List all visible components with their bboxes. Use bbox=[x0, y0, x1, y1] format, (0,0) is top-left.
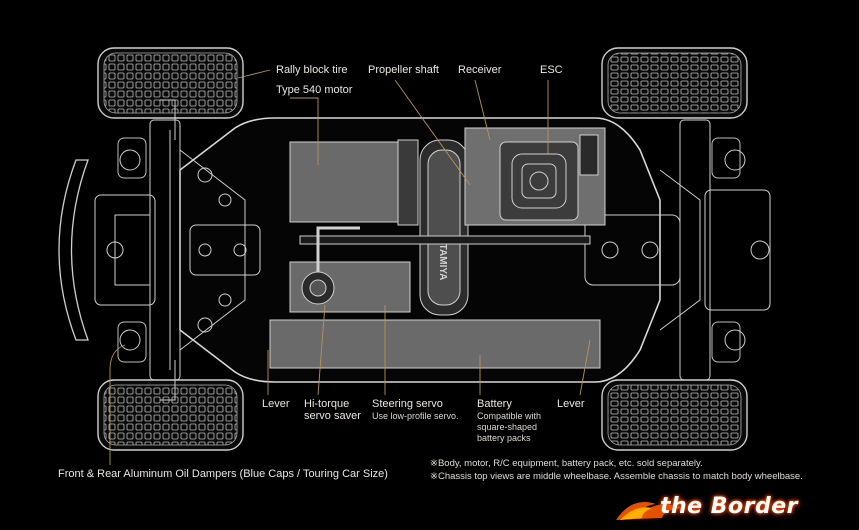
note-wheelbase: ※Chassis top views are middle wheelbase.… bbox=[430, 471, 803, 482]
label-battery-sub3: battery packs bbox=[477, 433, 531, 443]
propeller-shaft bbox=[299, 235, 591, 245]
label-battery-sub2: square-shaped bbox=[477, 422, 538, 432]
gear-cover bbox=[419, 139, 469, 316]
leader-lines bbox=[109, 69, 591, 465]
flame-logo-icon bbox=[616, 502, 682, 520]
receiver-esc bbox=[464, 127, 606, 226]
oil-dampers bbox=[117, 137, 741, 363]
rear-suspension bbox=[584, 119, 771, 381]
label-steering-servo-sub: Use low-profile servo. bbox=[372, 411, 459, 421]
label-steering-servo: Steering servo bbox=[372, 398, 443, 410]
label-battery: Battery bbox=[477, 398, 512, 410]
label-receiver: Receiver bbox=[458, 64, 502, 76]
label-lever-left: Lever bbox=[262, 398, 290, 410]
label-motor: Type 540 motor bbox=[276, 84, 353, 96]
front-bumper bbox=[58, 159, 89, 341]
note-sold-separately: ※Body, motor, R/C equipment, battery pac… bbox=[430, 458, 703, 469]
label-battery-sub1: Compatible with bbox=[477, 411, 542, 421]
front-suspension bbox=[94, 99, 261, 401]
tire-rear-left bbox=[601, 47, 748, 119]
label-servo-saver: servo saver bbox=[304, 410, 361, 422]
tire-front-right bbox=[97, 379, 244, 451]
motor bbox=[289, 139, 419, 226]
label-hi-torque: Hi-torque bbox=[304, 398, 350, 410]
label-propeller-shaft: Propeller shaft bbox=[368, 64, 439, 76]
brand-logo-text: the Border bbox=[660, 494, 799, 519]
motor-brand: TAMIYA bbox=[437, 244, 448, 281]
battery bbox=[269, 319, 601, 369]
tire-front-left bbox=[97, 47, 244, 119]
label-rally-block-tire: Rally block tire bbox=[276, 64, 348, 76]
label-lever-right: Lever bbox=[557, 398, 585, 410]
label-esc: ESC bbox=[540, 64, 563, 76]
tire-rear-right bbox=[601, 379, 748, 451]
label-dampers: Front & Rear Aluminum Oil Dampers (Blue … bbox=[58, 468, 388, 480]
steering-servo bbox=[289, 226, 411, 313]
